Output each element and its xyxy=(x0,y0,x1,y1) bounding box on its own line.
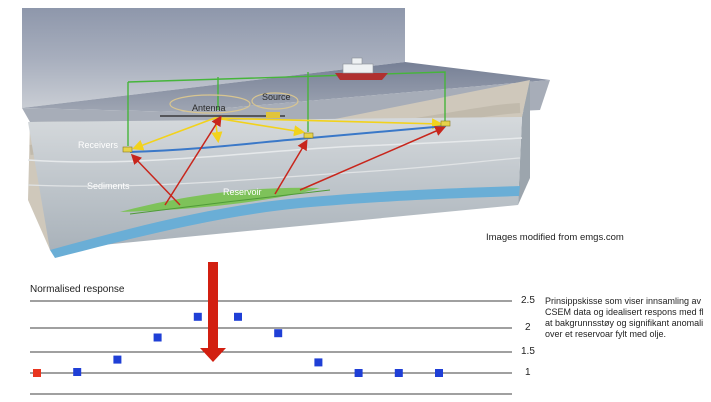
points-layer xyxy=(33,312,443,377)
response-point xyxy=(394,369,403,377)
response-chart xyxy=(30,300,512,395)
sea-surface xyxy=(22,62,550,112)
label-reservoir: Reservoir xyxy=(223,187,262,197)
reflected-rays xyxy=(130,115,446,206)
response-point xyxy=(153,333,162,342)
response-point xyxy=(234,312,242,321)
response-point xyxy=(113,355,122,364)
response-point xyxy=(435,369,443,377)
green-cables xyxy=(127,71,446,146)
response-point xyxy=(33,369,41,377)
big-red-arrow xyxy=(200,262,226,362)
ship-icon xyxy=(335,57,388,80)
block-side xyxy=(518,80,530,205)
figure-caption: Prinsippskisse som viser innsamling av C… xyxy=(545,296,704,339)
antenna-icon xyxy=(169,94,251,114)
label-receivers: Receivers xyxy=(78,140,119,150)
tick-1: 1 xyxy=(525,367,531,378)
tick-1.5: 1.5 xyxy=(521,346,535,357)
response-point xyxy=(193,312,202,321)
label-antenna: Antenna xyxy=(192,103,226,113)
label-source: Source xyxy=(262,92,291,102)
tick-2: 2 xyxy=(525,322,531,333)
sky-backdrop xyxy=(22,8,405,108)
response-point xyxy=(274,329,283,338)
response-point xyxy=(354,369,363,377)
image-credit: Images modified from emgs.com xyxy=(486,232,624,243)
tick-2.5: 2.5 xyxy=(521,295,535,306)
chart-title: Normalised response xyxy=(30,284,125,295)
reservoir-body xyxy=(120,187,320,212)
receiver-icon xyxy=(122,120,451,153)
source-icon xyxy=(251,92,299,110)
response-point xyxy=(314,358,323,367)
blue-layer xyxy=(50,186,520,258)
response-point xyxy=(73,368,82,376)
label-sediments: Sediments xyxy=(87,181,130,191)
